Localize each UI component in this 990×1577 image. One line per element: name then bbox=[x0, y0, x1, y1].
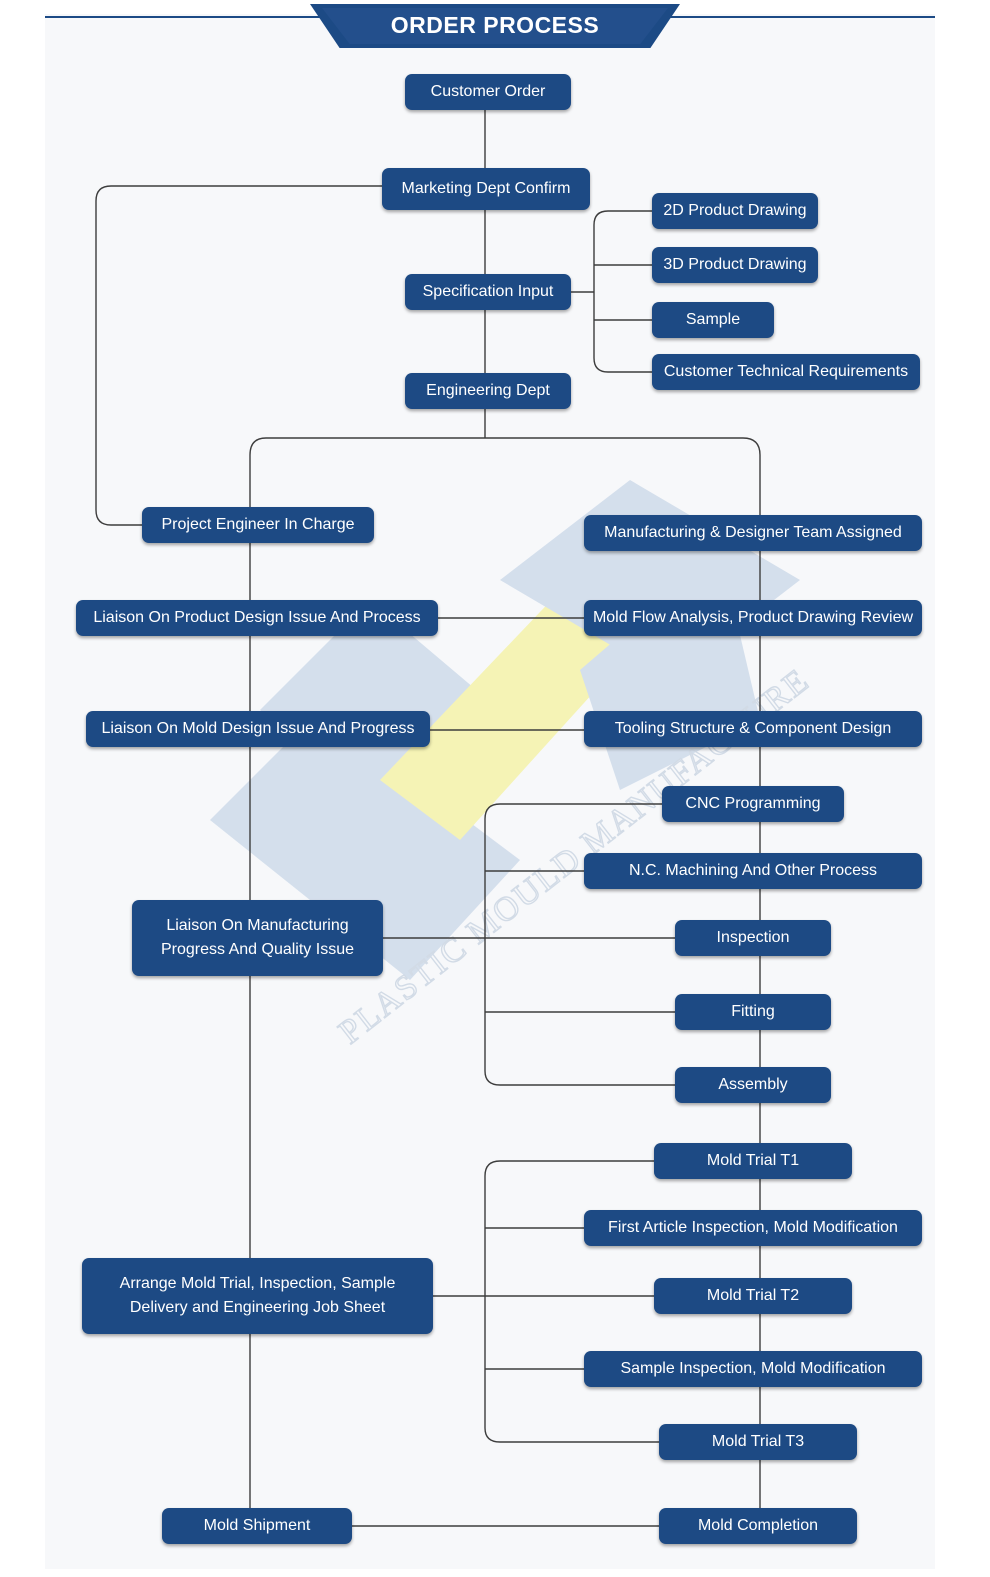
mold-trial-t1-box: Mold Trial T1 bbox=[654, 1143, 852, 1179]
cnc-programming-box: CNC Programming bbox=[662, 786, 844, 822]
liaison-product-design-box: Liaison On Product Design Issue And Proc… bbox=[76, 600, 438, 636]
project-engineer-box: Project Engineer In Charge bbox=[142, 507, 374, 543]
tooling-structure-box: Tooling Structure & Component Design bbox=[584, 711, 922, 747]
mold-flow-analysis-box: Mold Flow Analysis, Product Drawing Revi… bbox=[584, 600, 922, 636]
mold-shipment-box: Mold Shipment bbox=[162, 1508, 352, 1544]
product-drawing-3d-box: 3D Product Drawing bbox=[652, 247, 818, 283]
marketing-dept-confirm-box: Marketing Dept Confirm bbox=[382, 168, 590, 210]
arrange-mold-trial-box: Arrange Mold Trial, Inspection, Sample D… bbox=[82, 1258, 433, 1334]
inspection-box: Inspection bbox=[675, 920, 831, 956]
product-drawing-2d-box: 2D Product Drawing bbox=[652, 193, 818, 229]
sample-box: Sample bbox=[652, 302, 774, 338]
title-banner-inner bbox=[322, 8, 668, 44]
nc-machining-box: N.C. Machining And Other Process bbox=[584, 853, 922, 889]
sample-inspection-box: Sample Inspection, Mold Modification bbox=[584, 1351, 922, 1387]
specification-input-box: Specification Input bbox=[405, 274, 571, 310]
liaison-manufacturing-box: Liaison On Manufacturing Progress And Qu… bbox=[132, 900, 383, 976]
customer-order-box: Customer Order bbox=[405, 74, 571, 110]
page-title: ORDER PROCESS bbox=[390, 12, 600, 38]
manufacturing-designer-team-box: Manufacturing & Designer Team Assigned bbox=[584, 515, 922, 551]
customer-technical-requirements-box: Customer Technical Requirements bbox=[652, 354, 920, 390]
assembly-box: Assembly bbox=[675, 1067, 831, 1103]
mold-trial-t3-box: Mold Trial T3 bbox=[659, 1424, 857, 1460]
engineering-dept-box: Engineering Dept bbox=[405, 373, 571, 409]
first-article-inspection-box: First Article Inspection, Mold Modificat… bbox=[584, 1210, 922, 1246]
liaison-mold-design-box: Liaison On Mold Design Issue And Progres… bbox=[86, 711, 430, 747]
mold-completion-box: Mold Completion bbox=[659, 1508, 857, 1544]
mold-trial-t2-box: Mold Trial T2 bbox=[654, 1278, 852, 1314]
fitting-box: Fitting bbox=[675, 994, 831, 1030]
